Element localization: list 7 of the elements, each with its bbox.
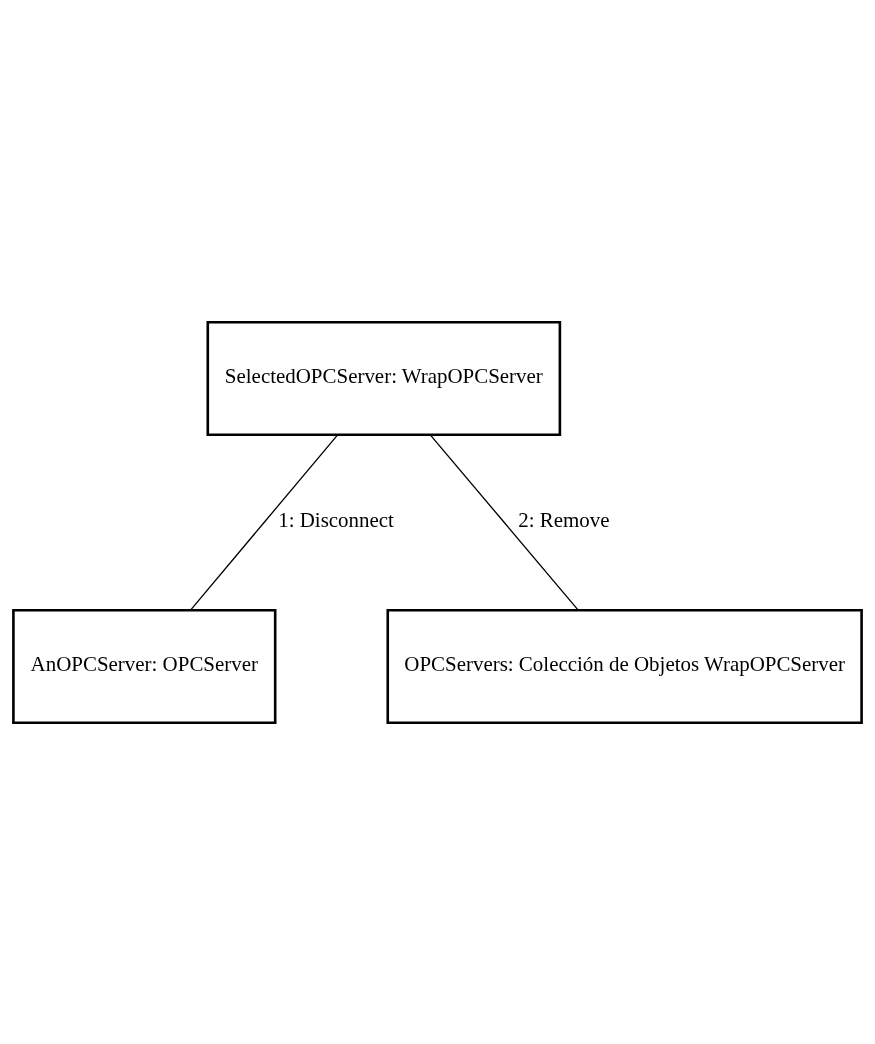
- connector: [429, 433, 579, 610]
- node-box: OPCServers: Colección de Objetos WrapOPCServer: [386, 608, 863, 724]
- connector: [190, 433, 339, 610]
- node-box: SelectedOPCServer: WrapOPCServer: [206, 320, 562, 436]
- edge-label: 2: Remove: [518, 507, 610, 532]
- edge-label: 1: Disconnect: [278, 507, 394, 532]
- node-box: AnOPCServer: OPCServer: [12, 608, 277, 724]
